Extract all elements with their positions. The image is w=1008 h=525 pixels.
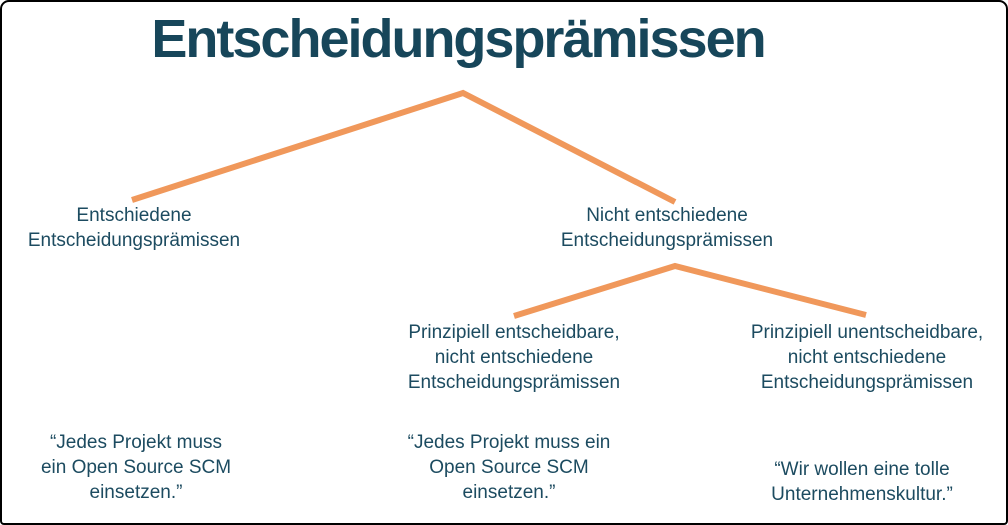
node-decided-premises: Entschiedene Entscheidungsprämissen [12,203,256,253]
node-label-line: Prinzipiell entscheidbare, [408,322,620,343]
quote-line: ein Open Source SCM [40,457,232,478]
node-label-line: Entscheidungsprämissen [407,372,621,393]
quote-line: “Wir wollen eine tolle [774,459,950,480]
node-undecidable-not-decided-premises: Prinzipiell unentscheidbare, nicht entsc… [730,320,1004,395]
quote-line: einsetzen.” [462,482,556,503]
branch-level2-connector [513,262,867,319]
node-label-line: Prinzipiell unentscheidbare, [750,322,984,343]
node-label-line: Entscheidungsprämissen [560,230,774,251]
node-label-line: nicht entschiedene [434,347,594,368]
node-label-line: Entschiedene [76,205,192,226]
quote-line: Open Source SCM [429,457,589,478]
example-quote-decidable: “Jedes Projekt muss ein Open Source SCM … [387,430,631,505]
diagram-title: Entscheidungsprämissen [151,9,766,69]
quote-line: einsetzen.” [89,482,183,503]
node-label-line: Entscheidungsprämissen [760,372,974,393]
quote-line: “Jedes Projekt muss ein [407,432,611,453]
node-label-line: Entscheidungsprämissen [27,230,241,251]
node-label-line: Nicht entschiedene [586,205,748,226]
node-label-line: nicht entschiedene [787,347,947,368]
node-not-decided-premises: Nicht entschiedene Entscheidungsprämisse… [545,203,789,253]
quote-line: Unternehmenskultur.” [771,484,953,505]
branch-level1-connector [131,89,677,205]
example-quote-undecidable: “Wir wollen eine tolle Unternehmenskultu… [740,457,984,507]
quote-line: “Jedes Projekt muss [49,432,223,453]
node-decidable-not-decided-premises: Prinzipiell entscheidbare, nicht entschi… [379,320,649,395]
example-quote-decided: “Jedes Projekt muss ein Open Source SCM … [14,430,258,505]
